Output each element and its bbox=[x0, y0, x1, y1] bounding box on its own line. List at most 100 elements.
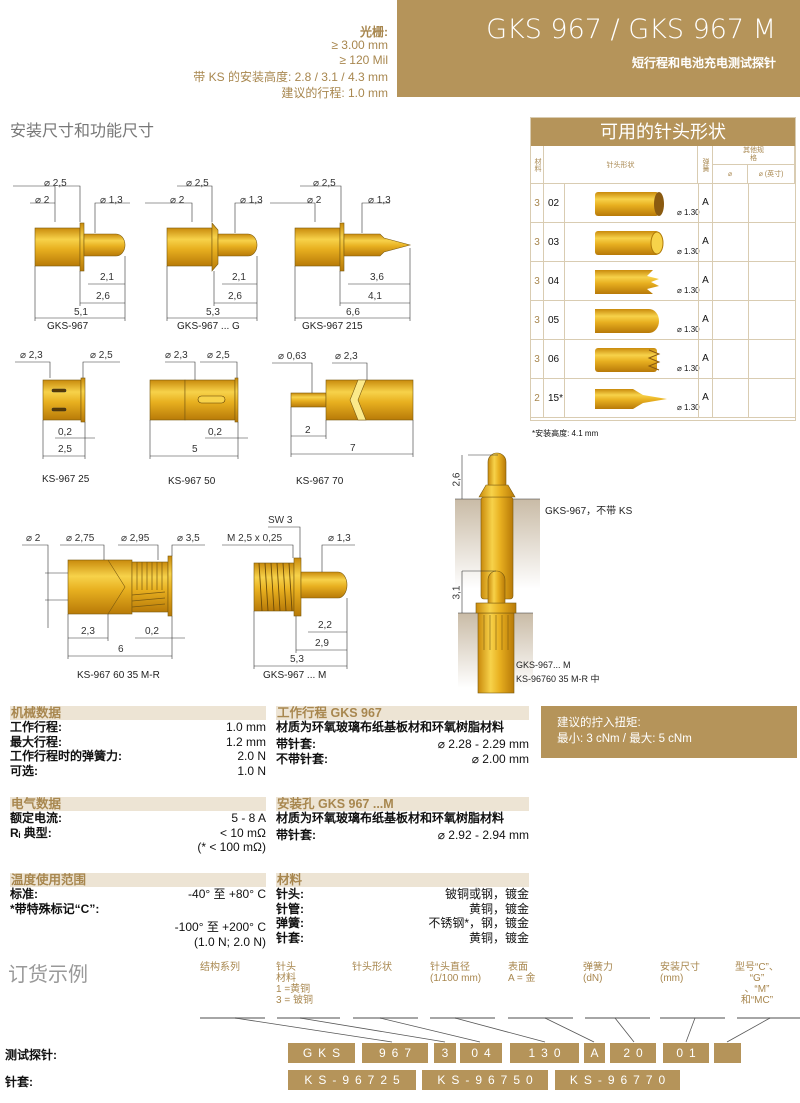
divider bbox=[564, 379, 565, 417]
data-label: 工作行程: bbox=[10, 720, 62, 734]
drawing-caption: GKS-967 bbox=[47, 321, 89, 332]
dim-label: ⌀ 2,5 bbox=[90, 350, 113, 361]
socket-code-box: KS-96750 bbox=[422, 1070, 548, 1090]
dim-label: 0,2 bbox=[58, 427, 72, 438]
tip-spring: A bbox=[698, 301, 713, 339]
data-label: 可选: bbox=[10, 763, 38, 778]
data-row: 针头: 铍铜或钢，镀金 bbox=[276, 887, 529, 902]
section-header: 材料 bbox=[276, 873, 529, 887]
gks-967-g-drawing bbox=[145, 185, 262, 321]
order-example-title: 订货示例 bbox=[8, 964, 88, 986]
tip-shape-image bbox=[595, 192, 664, 216]
data-value: 铍铜或钢，镀金 bbox=[444, 887, 529, 901]
dim-label: 2,9 bbox=[315, 638, 329, 649]
dim-label: 5 bbox=[192, 444, 198, 455]
divider bbox=[564, 301, 565, 339]
order-column-header: 结构系列 bbox=[200, 962, 240, 973]
data-row: 针套:黄铜，镀金 bbox=[276, 931, 529, 946]
data-value: 5 - 8 A bbox=[231, 811, 266, 825]
data-row: 带针套:⌀ 2.28 - 2.29 mm bbox=[276, 737, 529, 752]
torque-value: 最小: 3 cNm / 最大: 5 cNm bbox=[557, 733, 692, 745]
data-value: -40° 至 +80° C bbox=[188, 887, 266, 901]
tip-code: 15* bbox=[548, 393, 564, 404]
materials: 材料 针头:铍铜或钢，镀金针管:黄铜，镀金弹簧:不锈钢*，钢，镀金针套:黄铜，镀… bbox=[276, 873, 529, 945]
data-value: 不锈钢*，钢，镀金 bbox=[428, 916, 529, 930]
section-title: 安装尺寸和功能尺寸 bbox=[10, 123, 155, 140]
probe-code-box bbox=[714, 1043, 741, 1063]
data-value: ⌀ 2.92 - 2.94 mm bbox=[437, 828, 529, 842]
probe-code-box: 04 bbox=[460, 1043, 502, 1063]
dim-label: M 2,5 x 0,25 bbox=[227, 533, 283, 544]
data-label: 额定电流: bbox=[10, 811, 62, 825]
data-value: 黄铜，镀金 bbox=[468, 901, 529, 916]
tip-table-footnote: *安装高度: 4.1 mm bbox=[532, 429, 599, 438]
tip-diameter: ⌀ 1.30 bbox=[677, 403, 700, 412]
data-label: 最大行程: bbox=[10, 734, 62, 749]
drawing-caption: GKS-967... M bbox=[516, 660, 571, 670]
working-stroke: 工作行程 GKS 967 材质为环氧玻璃布纸基板材和环氧树脂材料 带针套:⌀ 2… bbox=[276, 706, 529, 766]
spec-grid-mil: ≥ 120 Mil bbox=[339, 53, 388, 67]
data-label: 针头: bbox=[276, 887, 304, 901]
product-title: GKS 967 / GKS 967 M bbox=[486, 14, 776, 45]
tip-code: 05 bbox=[548, 315, 560, 326]
tip-spring: A bbox=[698, 262, 713, 300]
torque-box: 建议的拧入扭矩: 最小: 3 cNm / 最大: 5 cNm bbox=[541, 706, 797, 758]
drawing-caption: GKS-967 ... M bbox=[263, 670, 327, 681]
data-row: 针管:黄铜，镀金 bbox=[276, 902, 529, 917]
spec-grid-label: 光栅: bbox=[360, 25, 388, 39]
tip-diameter: ⌀ 1.30 bbox=[677, 364, 700, 373]
data-row: 弹簧:不锈钢*，钢，镀金 bbox=[276, 916, 529, 931]
data-row: 额定电流: 5 - 8 A bbox=[10, 811, 266, 826]
torque-title: 建议的拧入扭矩: bbox=[557, 717, 641, 729]
dim-label: 6,6 bbox=[346, 307, 360, 318]
data-value: -100° 至 +200° C bbox=[174, 920, 266, 934]
socket-code-box: KS-96770 bbox=[555, 1070, 680, 1090]
data-row: Rᵢ 典型: < 10 mΩ bbox=[10, 826, 266, 841]
product-subtitle: 短行程和电池充电测试探针 bbox=[631, 56, 776, 70]
tip-shape-image bbox=[595, 389, 667, 409]
dim-label: 5,3 bbox=[290, 654, 304, 665]
dim-label: ⌀ 2 bbox=[307, 195, 322, 206]
divider bbox=[564, 223, 565, 261]
data-row: 工作行程时的弹簧力:2.0 N bbox=[10, 749, 266, 764]
tip-code: 06 bbox=[548, 354, 560, 365]
data-label: Rᵢ 典型: bbox=[10, 825, 52, 840]
data-row: -100° 至 +200° C bbox=[10, 920, 266, 935]
dim-label: ⌀ 3,5 bbox=[177, 533, 200, 544]
tip-diameter: ⌀ 1.30 bbox=[677, 208, 700, 217]
tip-code: 04 bbox=[548, 276, 560, 287]
data-row: 带针套:⌀ 2.92 - 2.94 mm bbox=[276, 828, 529, 843]
data-value: 1.2 mm bbox=[225, 734, 266, 749]
dim-label: ⌀ 2,3 bbox=[20, 350, 43, 361]
col-diameter-inch: ⌀ (英寸) bbox=[748, 165, 795, 184]
tip-diameter: ⌀ 1.30 bbox=[677, 286, 700, 295]
order-column-header: 弹簧力 (dN) bbox=[583, 962, 613, 984]
section-header: 电气数据 bbox=[10, 797, 266, 811]
section-header: 工作行程 GKS 967 bbox=[276, 706, 529, 720]
dim-label: ⌀ 1,3 bbox=[368, 195, 391, 206]
ks-967-60-35-drawing bbox=[22, 544, 205, 659]
data-value: < 10 mΩ bbox=[220, 825, 266, 840]
gks-967-m-drawing bbox=[222, 526, 355, 669]
tip-shape-image bbox=[595, 348, 661, 372]
dim-label: 2,5 bbox=[58, 444, 72, 455]
data-label: 不带针套: bbox=[276, 751, 328, 766]
section-header: 机械数据 bbox=[10, 706, 266, 720]
probe-code-box: GKS bbox=[288, 1043, 355, 1063]
divider bbox=[748, 262, 749, 300]
tip-diameter: ⌀ 1.30 bbox=[677, 247, 700, 256]
col-spring: 弹簧 bbox=[698, 146, 713, 184]
tip-shape-image bbox=[595, 309, 659, 333]
data-label: 针套: bbox=[276, 930, 304, 945]
tip-material: 3 bbox=[531, 223, 544, 261]
gks-967-drawing bbox=[13, 185, 130, 321]
probe-code-box: 130 bbox=[510, 1043, 579, 1063]
dim-label: ⌀ 2 bbox=[35, 195, 50, 206]
data-value: 1.0 mm bbox=[225, 720, 266, 734]
col-other: 其他规格 bbox=[713, 146, 795, 165]
order-column-header: 型号“C”、 “G” 、“M” 和“MC” bbox=[735, 962, 779, 1006]
